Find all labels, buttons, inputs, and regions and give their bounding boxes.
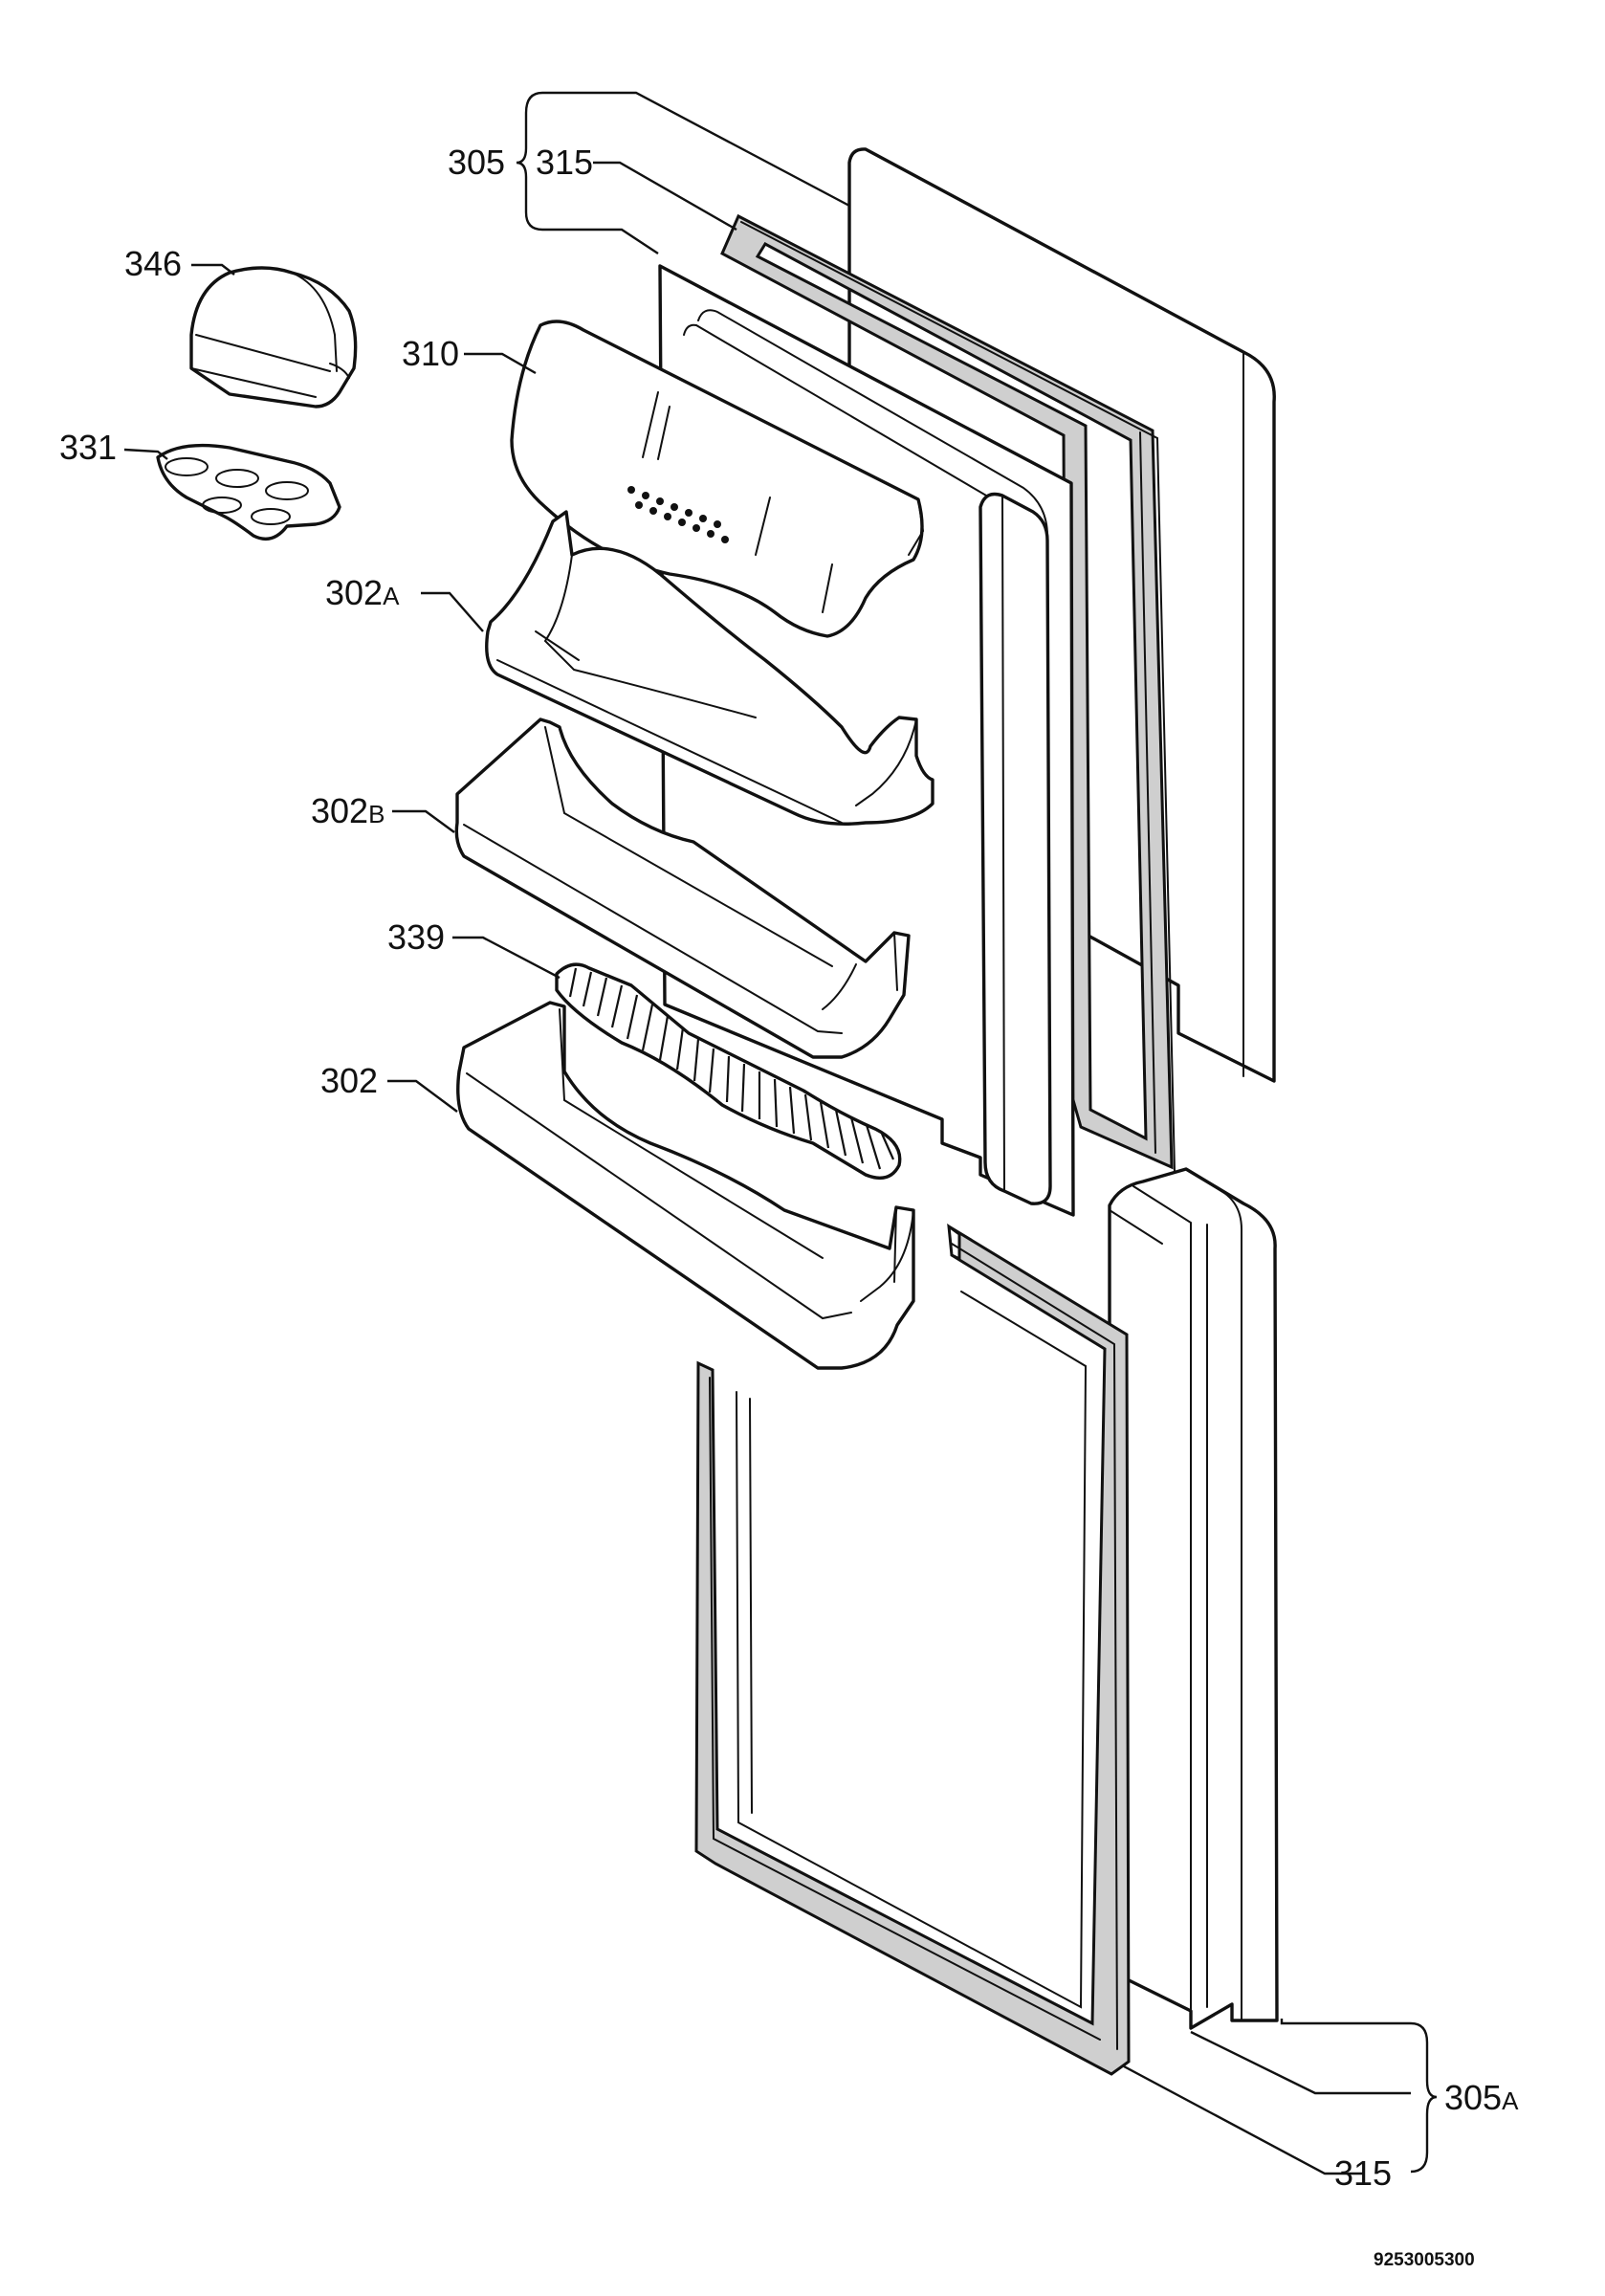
brace-305	[516, 91, 543, 232]
drawing-code: 9253005300	[1374, 2250, 1475, 2270]
label-305a-suffix: A	[1502, 2086, 1519, 2115]
part-339-bottle-holder	[555, 962, 902, 1180]
label-346: 346	[124, 244, 182, 283]
label-302a-suffix: A	[383, 582, 400, 610]
part-302a-shelf	[485, 510, 934, 826]
part-331-egg-tray	[156, 443, 341, 541]
label-302b: 302B	[311, 791, 385, 830]
label-305a: 305A	[1444, 2078, 1519, 2117]
part-310-cover	[510, 320, 925, 638]
label-315-bottom: 315	[1334, 2153, 1392, 2193]
label-302a: 302A	[325, 573, 400, 612]
label-302b-suffix: B	[368, 800, 385, 828]
label-331: 331	[59, 428, 117, 467]
label-310: 310	[402, 334, 459, 373]
label-315-top: 315	[536, 143, 593, 182]
part-346-butter-box	[189, 266, 358, 408]
label-302a-number: 302	[325, 573, 383, 612]
label-302: 302	[320, 1061, 378, 1100]
label-302b-number: 302	[311, 791, 368, 830]
part-302b-shelf	[454, 718, 911, 1059]
lower-door-panel	[1108, 1167, 1279, 2030]
label-339: 339	[387, 917, 445, 957]
part-302-shelf	[456, 1001, 915, 1370]
leader-lines	[123, 91, 1411, 2175]
lower-door-gasket	[694, 1223, 1131, 2076]
label-305a-number: 305	[1444, 2078, 1502, 2117]
label-305: 305	[448, 143, 505, 182]
brace-305a	[1410, 2021, 1438, 2174]
